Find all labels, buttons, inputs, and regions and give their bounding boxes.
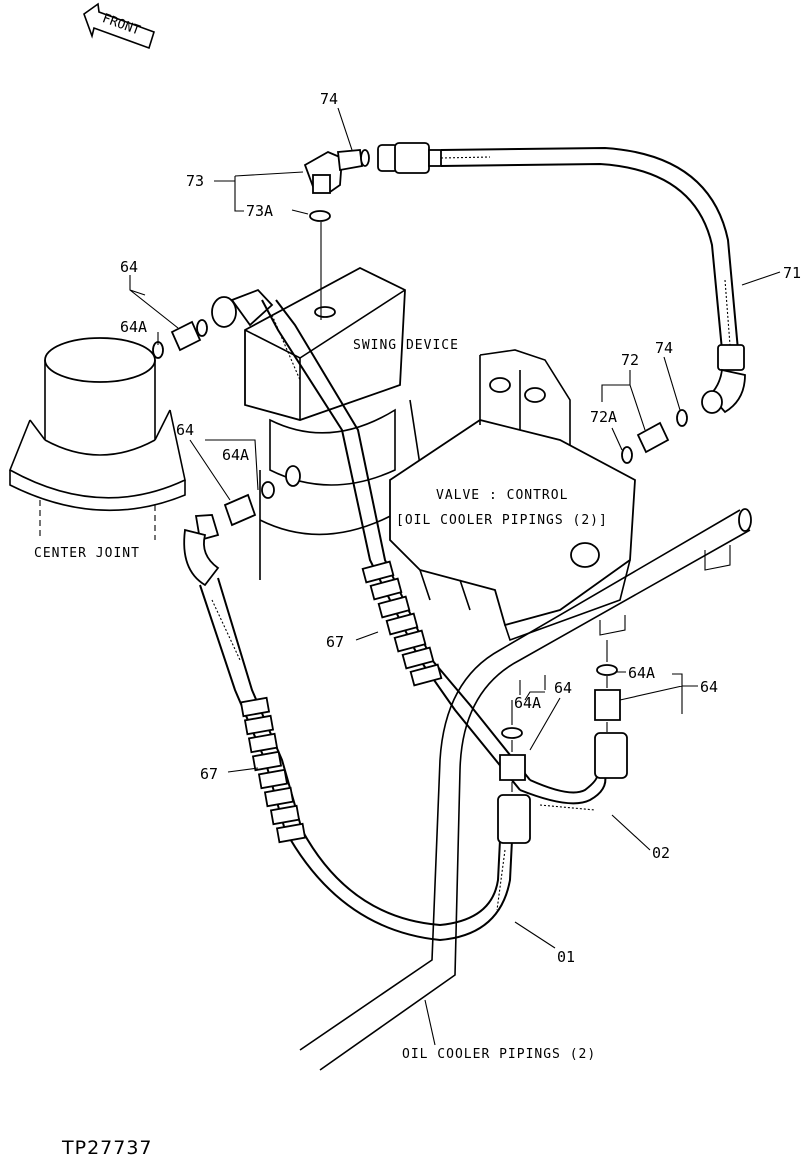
callout-64A-center: 64A [514, 694, 541, 712]
hose-71 [377, 142, 746, 414]
oil-cooler-pipings [299, 508, 752, 1071]
callout-64A-left-mid: 64A [222, 446, 249, 464]
callout-64-center: 64 [554, 679, 572, 697]
center-joint [8, 337, 186, 540]
front-arrow-icon: FRONT [83, 2, 155, 50]
adapter-64-left-mid [223, 465, 301, 527]
callout-64-left-mid: 64 [176, 421, 194, 439]
adapter-64-left-top [152, 319, 208, 359]
callout-01: 01 [557, 948, 575, 966]
callout-72A: 72A [590, 408, 617, 426]
oil-cooler-pipings-lower-label: OIL COOLER PIPINGS (2) [402, 1047, 596, 1062]
callout-67-mid: 67 [326, 633, 344, 651]
hose-67-left [183, 514, 531, 942]
callout-67-left: 67 [200, 765, 218, 783]
callout-72: 72 [621, 351, 639, 369]
front-arrow-label: FRONT [100, 11, 142, 39]
adapter-64-center [499, 700, 526, 792]
swing-device-label: SWING DEVICE [353, 338, 459, 353]
valve-control-label: VALVE : CONTROL [436, 488, 568, 503]
callout-64A-right: 64A [628, 664, 655, 682]
hose-02 [519, 732, 628, 811]
figure-code: TP27737 [61, 1137, 153, 1159]
callout-73: 73 [186, 172, 204, 190]
callout-02: 02 [652, 844, 670, 862]
adapter-72 [621, 409, 688, 464]
center-joint-label: CENTER JOINT [34, 546, 140, 561]
callout-74-right: 74 [655, 339, 673, 357]
callout-leaders [129, 107, 781, 1046]
callout-73A: 73A [246, 202, 273, 220]
callout-64-left-top: 64 [120, 258, 138, 276]
hose-67-mid [211, 288, 531, 791]
control-valve [389, 349, 636, 642]
callout-64A-left-top: 64A [120, 318, 147, 336]
elbow-73 [303, 149, 370, 320]
oil-cooler-pipings-upper-label: [OIL COOLER PIPINGS (2)] [396, 513, 608, 528]
adapter-64-right [594, 640, 621, 732]
callout-71: 71 [783, 264, 801, 282]
callout-64-right: 64 [700, 678, 718, 696]
callout-74-top: 74 [320, 90, 338, 108]
